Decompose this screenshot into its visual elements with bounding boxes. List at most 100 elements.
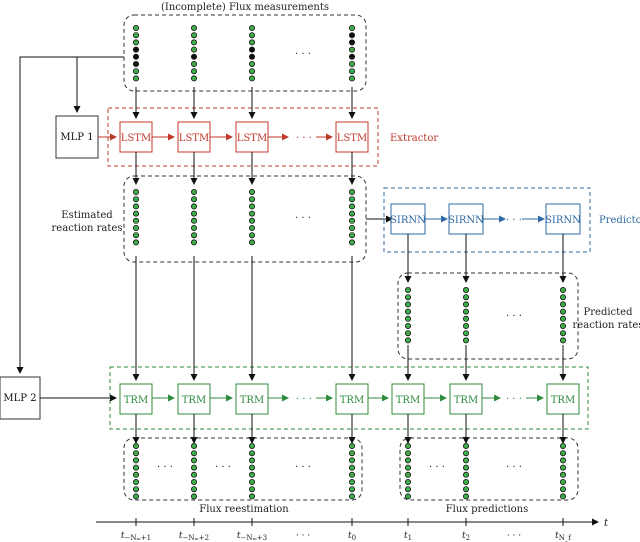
predicted-label-line1: Predicted (584, 307, 634, 318)
output-column (348, 442, 355, 449)
estimated-rates-column (348, 210, 355, 217)
measurement-column (348, 32, 355, 39)
lstm-box (235, 121, 269, 153)
sirnn-ellipsis: · · · (506, 215, 522, 226)
output-column (248, 478, 255, 485)
extractor-label: Extractor (390, 133, 438, 144)
predictor-label: Predictor (599, 215, 640, 226)
output-column (462, 471, 469, 478)
measurement-column (248, 24, 255, 31)
output-column (132, 464, 139, 471)
estimated-rates-column (190, 217, 197, 224)
lstm-label: LSTM (337, 133, 367, 144)
output-column (404, 471, 411, 478)
predicted-rates-group (397, 272, 579, 360)
trm-label: TRM (551, 395, 575, 406)
estimated-rates-column (190, 196, 197, 203)
mlp1-label: MLP 1 (60, 132, 93, 143)
measurement-column (248, 46, 255, 53)
measurement-column (190, 53, 197, 60)
output-column (560, 478, 567, 485)
mlp1-box (55, 115, 99, 159)
measurement-column (190, 32, 197, 39)
output-column (248, 457, 255, 464)
lstm-label: LSTM (237, 133, 267, 144)
estimated-rates-column (248, 196, 255, 203)
predicted-rates-column (462, 301, 469, 308)
predicted-label-line2: reaction rates (573, 320, 640, 331)
measurement-column (348, 46, 355, 53)
trm-label: TRM (240, 395, 264, 406)
output-column (560, 442, 567, 449)
output-column (190, 478, 197, 485)
measurement-column (248, 68, 255, 75)
predicted-rates-column (560, 308, 567, 315)
predicted-rates-column (560, 330, 567, 337)
measurement-column (248, 61, 255, 68)
predicted-rates-column (560, 286, 567, 293)
sirnn-box (390, 203, 426, 235)
measurement-column (348, 53, 355, 60)
trm-label: TRM (182, 395, 206, 406)
predicted-rates-column (560, 301, 567, 308)
measurement-column (348, 68, 355, 75)
time-tick-label: t2 (462, 531, 470, 542)
measurement-column (132, 46, 139, 53)
predicted-rates-column (560, 315, 567, 322)
time-tick-label: · · · (296, 531, 310, 541)
measurement-column (248, 75, 255, 82)
output-column (348, 478, 355, 485)
sirnn-label: SIRNN (448, 215, 484, 226)
time-tick-label: · · · (507, 531, 521, 541)
output-column (560, 471, 567, 478)
output-column (248, 486, 255, 493)
measurement-column (132, 24, 139, 31)
estimated-rates-column (132, 232, 139, 239)
lstm-box (177, 121, 211, 153)
measurement-column (348, 61, 355, 68)
output-column (248, 493, 255, 500)
measurement-column (190, 24, 197, 31)
trm-box (546, 383, 580, 415)
trm-label: TRM (396, 395, 420, 406)
input-to-mlp-line (16, 56, 124, 374)
output-column (190, 457, 197, 464)
estimated-rates-column (190, 210, 197, 217)
estimated-rates-column (248, 239, 255, 246)
output-column (132, 442, 139, 449)
predicted-rates-column (560, 322, 567, 329)
output-column (560, 486, 567, 493)
output-column (348, 450, 355, 457)
measurement-column (132, 32, 139, 39)
output-column (190, 486, 197, 493)
measurement-column (132, 68, 139, 75)
estimated-rates-column (348, 232, 355, 239)
output-column (348, 457, 355, 464)
output-column (348, 471, 355, 478)
sirnn-label: SIRNN (545, 215, 581, 226)
output-column (404, 457, 411, 464)
estimated-rates-column (248, 188, 255, 195)
output-column (560, 464, 567, 471)
estimated-rates-column (132, 203, 139, 210)
estimated-rates-column (132, 210, 139, 217)
predicted-rates-column (462, 315, 469, 322)
estimated-rates-column (348, 196, 355, 203)
measurement-column (190, 75, 197, 82)
trm-box (177, 383, 211, 415)
trm-ellipsis: · · · (506, 394, 522, 405)
output-column (190, 493, 197, 500)
predicted-rates-column (404, 294, 411, 301)
measurement-column (190, 61, 197, 68)
predicted-rates-column (462, 308, 469, 315)
estimated-rates-column (348, 224, 355, 231)
estimated-rates-column (132, 217, 139, 224)
estimated-rates-column (348, 239, 355, 246)
reestimation-group (123, 437, 363, 501)
output-column (560, 457, 567, 464)
output-column (462, 493, 469, 500)
output-column (132, 471, 139, 478)
output-column (132, 478, 139, 485)
